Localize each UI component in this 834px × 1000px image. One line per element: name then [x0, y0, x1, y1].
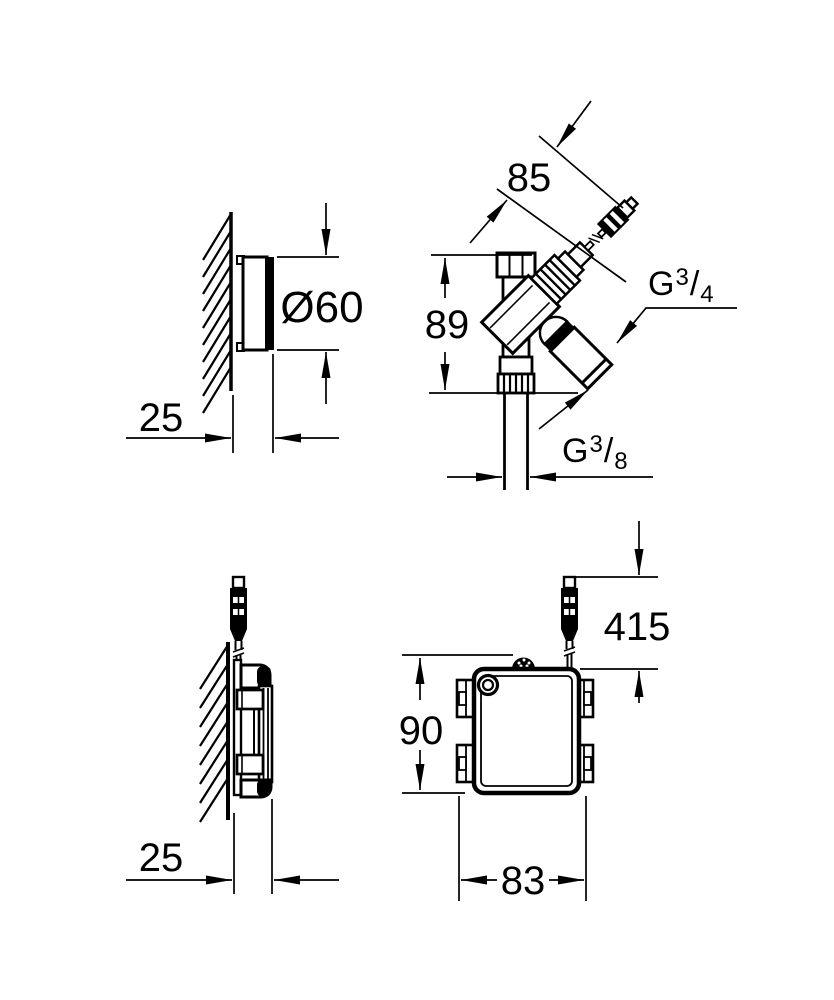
dim-label-height: 90 [399, 709, 444, 753]
bleed-dome [512, 657, 535, 669]
view-box-side: 25 [126, 575, 339, 894]
valve-assembly [479, 195, 640, 391]
dimension-90: 90 [399, 654, 513, 794]
dimension-415: 415 [576, 521, 670, 703]
mounting-clamp [235, 753, 265, 776]
thread-g38-text: G3/8 [562, 431, 629, 475]
dimension-83: 83 [458, 796, 587, 903]
view-escutcheon-side: Ø60 25 [126, 203, 364, 453]
dim-label-width: 83 [501, 859, 546, 903]
dim-label-depth: 25 [139, 396, 184, 440]
thread-label-g38: G3/8 [447, 431, 653, 482]
view-box-front: 415 90 83 [399, 521, 670, 903]
cable-connector [230, 575, 247, 666]
view-valve: 85 89 G3/4 G3/8 [425, 100, 737, 490]
wall-hatch [199, 644, 229, 823]
mounting-clamp [235, 688, 265, 711]
dim-label-85: 85 [507, 156, 552, 200]
cable-break [583, 227, 608, 252]
escutcheon-front-face [265, 257, 274, 350]
thread-label-g34: G3/4 [616, 264, 737, 344]
dimension-diameter-60: Ø60 [277, 203, 364, 404]
cable-connector [561, 575, 578, 669]
dimension-89: 89 [425, 254, 578, 394]
cable-break-mark [563, 646, 576, 652]
dimension-depth-25: 25 [126, 354, 339, 453]
dim-label-depth-side: 25 [139, 836, 184, 880]
dim-label-89: 89 [425, 303, 470, 347]
solenoid-connector [596, 195, 640, 239]
screw [476, 673, 500, 697]
thread-g34-text: G3/4 [648, 264, 715, 308]
box-rear-plate [232, 658, 243, 797]
valve-outlet [538, 315, 614, 391]
hex-nut-bottom [498, 355, 534, 376]
dimension-depth-25-side: 25 [126, 799, 339, 894]
control-box-front [471, 666, 582, 796]
dim-label-cable-length: 415 [604, 605, 671, 649]
outlet-end-arrow [538, 389, 589, 430]
cable-break-mark [232, 647, 245, 653]
control-box-side [232, 658, 274, 799]
escutcheon [236, 255, 274, 352]
hex-nut-top [495, 251, 537, 279]
dimension-85: 85 [469, 100, 627, 283]
dim-label-diameter: Ø60 [280, 283, 363, 332]
wall-hatch [202, 213, 232, 414]
knurled-nut [496, 372, 536, 395]
